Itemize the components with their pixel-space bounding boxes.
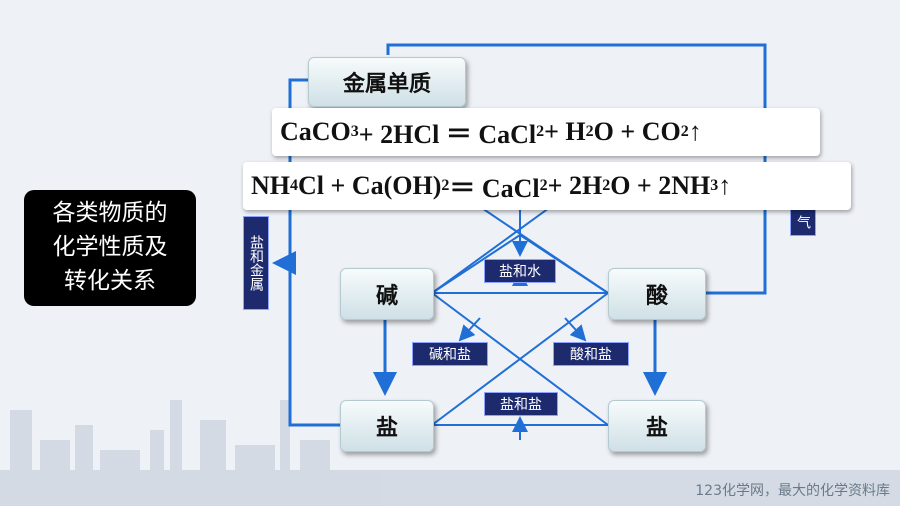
node-metal: 金属单质 — [308, 57, 466, 107]
eq2-sub: 4 — [290, 177, 298, 194]
eq2-part: ＝ CaCl — [449, 173, 540, 203]
eq1-part: + 2HCl ＝ CaCl — [358, 119, 537, 149]
line-acid-to-salt-left — [431, 292, 609, 426]
eq1-part: + H — [544, 117, 586, 146]
tag-salt-metal: 盐和金属 — [243, 216, 269, 310]
tag-acid-salt: 酸和盐 — [553, 342, 629, 366]
title-line-1: 各类物质的 — [52, 200, 168, 226]
eq1-part: O + CO — [593, 117, 681, 146]
eq1-part: CaCO — [280, 117, 351, 146]
eq2-sub: 2 — [441, 177, 450, 194]
title-line-3: 转化关系 — [64, 268, 156, 294]
eq1-sub: 2 — [680, 123, 689, 140]
eq2-part: + 2H — [547, 171, 603, 200]
eq2-part: ↑ — [718, 171, 732, 200]
tag-gas-partial: 气 — [790, 208, 816, 236]
eq1-part: ↑ — [688, 117, 702, 146]
node-base: 碱 — [340, 268, 434, 320]
tag-base-salt: 碱和盐 — [412, 342, 488, 366]
diagram-title: 各类物质的 化学性质及 转化关系 — [24, 190, 196, 306]
footer-watermark: 123化学网，最大的化学资料库 — [695, 483, 890, 499]
node-acid: 酸 — [608, 268, 706, 320]
title-line-2: 化学性质及 — [52, 234, 168, 260]
eq2-part: NH — [251, 171, 290, 200]
eq2-sub: 2 — [602, 177, 611, 194]
eq2-part: Cl + Ca(OH) — [298, 171, 442, 200]
eq2-sub: 2 — [539, 177, 548, 194]
eq2-sub: 3 — [710, 177, 719, 194]
tag-salt-water: 盐和水 — [484, 259, 556, 283]
eq1-sub: 2 — [585, 123, 594, 140]
line-acid-to-metal-loop — [386, 43, 767, 295]
tag-salt-salt: 盐和盐 — [484, 392, 558, 416]
skyline-decoration — [0, 400, 900, 506]
eq1-sub: 3 — [350, 123, 359, 140]
eq2-part: O + 2NH — [610, 171, 711, 200]
eq1-sub: 2 — [536, 123, 545, 140]
node-salt-right: 盐 — [608, 400, 706, 452]
node-salt-left: 盐 — [340, 400, 434, 452]
